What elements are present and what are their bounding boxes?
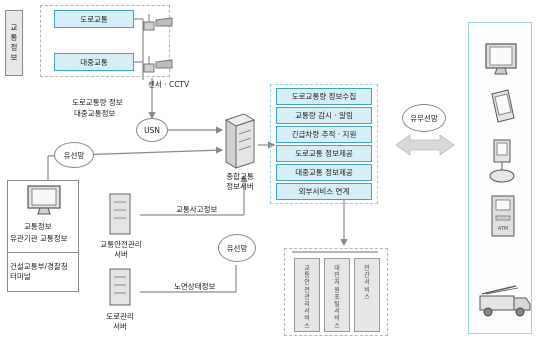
usn-node[interactable]: USN <box>136 118 168 142</box>
service-label-0: 도로교통량 정보수집 <box>291 92 357 101</box>
traffic-info-title-text: 교통정보 <box>10 23 18 62</box>
public-traffic-box[interactable]: 대중교통 <box>54 53 134 71</box>
bottom-service-label-2: 민간서비스 <box>364 265 370 301</box>
service-list-frame <box>270 84 378 204</box>
wired-network-node-2[interactable]: 유선망 <box>218 234 256 262</box>
wired-network-label-2: 유선망 <box>226 243 248 253</box>
wireless-network-node[interactable]: 유무선망 <box>402 104 446 132</box>
service-label-5: 외부서비스 연계 <box>298 187 350 196</box>
wired-network-node[interactable]: 유선망 <box>54 142 94 168</box>
kiosk-icon <box>489 139 515 183</box>
road-mgmt-server-icon <box>109 268 131 306</box>
service-label-1: 교통량 감시 · 알림 <box>295 111 353 120</box>
service-item-2[interactable]: 긴급차량 추적 · 지원 <box>276 126 372 143</box>
road-mgmt-server-label: 도로관리 서버 <box>106 312 134 331</box>
bottom-service-label-0: 교통안전관리서비스 <box>304 265 310 330</box>
panel-divider <box>7 252 79 253</box>
bottom-service-0[interactable]: 교통안전관리서비스 <box>294 258 320 332</box>
cctv-icon <box>143 56 173 73</box>
service-label-2: 긴급차량 추적 · 지원 <box>291 130 357 139</box>
service-label-3: 도로교통 정보제공 <box>295 149 353 158</box>
public-info-label: 대중교통정보 <box>74 109 116 118</box>
service-item-4[interactable]: 대중교통 정보제공 <box>276 164 372 181</box>
service-item-5[interactable]: 외부서비스 연계 <box>276 183 372 200</box>
bottom-service-2[interactable]: 민간서비스 <box>354 258 380 332</box>
road-traffic-label: 도로교통 <box>80 14 108 24</box>
road-traffic-box[interactable]: 도로교통 <box>54 10 134 28</box>
traffic-safety-server-label: 교통안전관리 서버 <box>100 240 142 259</box>
service-item-3[interactable]: 도로교통 정보제공 <box>276 145 372 162</box>
wireless-network-label: 유무선망 <box>410 113 438 123</box>
monitor-caption: 교통정보 <box>24 222 52 231</box>
wired-network-label: 유선망 <box>63 150 85 160</box>
org-info-label: 유관기관 교통정보 <box>10 234 68 243</box>
atm-icon: ATM <box>491 195 515 237</box>
traffic-safety-server-icon <box>109 193 131 235</box>
sensor-cctv-label: 센서 · CCTV <box>148 80 190 89</box>
ministry-label: 건설교통부/경찰청 터미널 <box>10 262 68 281</box>
service-label-4: 대중교통 정보제공 <box>295 168 353 177</box>
road-info-label: 도로교통량 정보 <box>72 98 123 107</box>
usn-label: USN <box>144 125 160 135</box>
central-server-label: 종합교통 정보서버 <box>226 172 254 191</box>
pda-icon <box>491 89 515 123</box>
accident-info-label: 교통사고정보 <box>176 205 218 214</box>
public-traffic-label: 대중교통 <box>80 57 108 67</box>
bottom-service-1[interactable]: 대민지원포털서비스 <box>324 258 350 332</box>
fire-truck-icon <box>479 285 531 317</box>
service-item-1[interactable]: 교통량 감시 · 알림 <box>276 107 372 124</box>
monitor-icon <box>27 185 61 215</box>
central-server-icon <box>224 113 256 169</box>
bottom-service-label-1: 대민지원포털서비스 <box>334 265 340 330</box>
road-condition-label: 노면상태정보 <box>174 282 216 291</box>
bottom-services-frame <box>284 248 388 336</box>
service-item-0[interactable]: 도로교통량 정보수집 <box>276 88 372 105</box>
sensor-group-frame <box>40 5 170 77</box>
traffic-info-title: 교통정보 <box>5 10 23 76</box>
svg-text:ATM: ATM <box>498 226 508 232</box>
monitor-icon <box>485 43 517 75</box>
sensor-icon <box>143 14 173 31</box>
